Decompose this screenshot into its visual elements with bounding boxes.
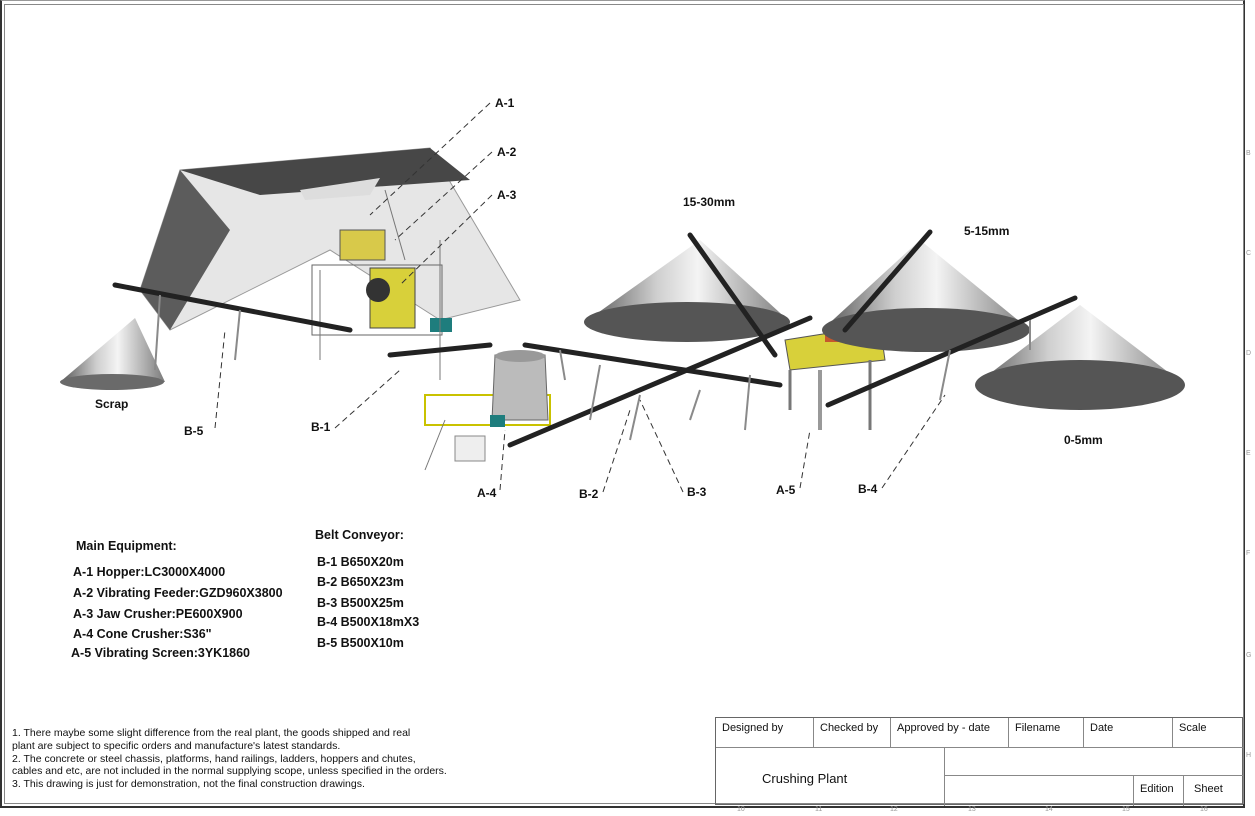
equipment-item: A-3 Jaw Crusher:PE600X900: [73, 607, 243, 621]
zone-col: 10: [737, 806, 745, 813]
equipment-item: A-1 Hopper:LC3000X4000: [73, 565, 226, 579]
callout-b3: B-3: [687, 485, 707, 499]
note-line: 1. There maybe some slight difference fr…: [12, 727, 411, 739]
drawing-notes: 1. There maybe some slight difference fr…: [12, 727, 447, 791]
pile-label-medium: 5-15mm: [964, 224, 1009, 238]
conveyor-b3: [522, 342, 783, 388]
title-block-blank: [945, 776, 1134, 806]
belt-conveyor-title: Belt Conveyor:: [315, 528, 404, 542]
conveyor-supports: [154, 294, 1031, 441]
equipment-item: A-5 Vibrating Screen:3YK1860: [71, 646, 251, 660]
jaw-crusher-station: [311, 189, 452, 380]
callout-a1: A-1: [495, 96, 515, 110]
medium-pile: [822, 240, 1030, 330]
equipment-item: A-2 Vibrating Feeder:GZD960X3800: [73, 586, 283, 600]
callout-b1: B-1: [311, 420, 331, 434]
callout-a2: A-2: [497, 145, 517, 159]
conveyor-b4-coarse: [687, 232, 778, 358]
note-line: plant are subject to specific orders and…: [12, 739, 341, 752]
main-equipment-title: Main Equipment:: [76, 539, 177, 553]
pile-label-coarse: 15-30mm: [683, 195, 735, 209]
note-line: 2. The concrete or steel chassis, platfo…: [12, 752, 416, 765]
zone-col: 16: [1200, 806, 1208, 813]
callout-a5: A-5: [776, 483, 796, 497]
conveyor-b4-medium: [842, 229, 933, 333]
title-block-blank: [945, 748, 1243, 776]
note-line: 3. This drawing is just for demonstratio…: [12, 778, 365, 791]
filename-label: Filename: [1009, 718, 1084, 748]
callout-leaders: [214, 102, 946, 493]
zone-row: C: [1246, 250, 1252, 257]
edition-label: Edition: [1134, 776, 1184, 806]
conveyor-item: B-2 B650X23m: [317, 575, 404, 589]
date-label: Date: [1084, 718, 1173, 748]
conveyor-b2: [507, 315, 813, 448]
conveyor-b4-fine: [825, 295, 1078, 408]
conveyor-item: B-4 B500X18mX3: [317, 615, 420, 629]
zone-col: 13: [968, 806, 976, 813]
conveyor-item: B-5 B500X10m: [317, 636, 404, 650]
hopper-ramp: [139, 147, 521, 331]
zone-row: H: [1246, 752, 1252, 759]
approved-by-label: Approved by - date: [891, 718, 1009, 748]
drawing-title: Crushing Plant: [716, 748, 945, 806]
pile-label-fine: 0-5mm: [1064, 433, 1103, 447]
zone-row: D: [1246, 350, 1252, 357]
checked-by-label: Checked by: [814, 718, 891, 748]
zone-row: F: [1246, 550, 1251, 557]
zone-row: E: [1246, 450, 1251, 457]
conveyor-b5: [112, 282, 353, 333]
designed-by-label: Designed by: [716, 718, 814, 748]
conveyor-item: B-3 B500X25m: [317, 596, 404, 610]
title-block: Designed by Checked by Approved by - dat…: [715, 717, 1243, 806]
callout-b2: B-2: [579, 487, 599, 501]
callout-b4: B-4: [858, 482, 878, 496]
equipment-item: A-4 Cone Crusher:S36": [73, 627, 212, 641]
zone-col: 15: [1122, 806, 1130, 813]
drawing-border: [4, 4, 1244, 804]
zone-col: 11: [815, 806, 823, 813]
cone-crusher-station: [424, 350, 551, 471]
callout-a3: A-3: [497, 188, 517, 202]
conveyor-b1: [387, 342, 493, 358]
callout-a4: A-4: [477, 486, 497, 500]
pile-label-scrap: Scrap: [95, 397, 128, 411]
zone-col: 12: [890, 806, 898, 813]
zone-row: G: [1246, 652, 1252, 659]
conveyor-item: B-1 B650X20m: [317, 555, 404, 569]
note-line: cables and etc, are not included in the …: [12, 765, 447, 778]
zone-col: 14: [1045, 806, 1053, 813]
scale-label: Scale: [1173, 718, 1243, 748]
zone-row: B: [1246, 150, 1251, 157]
callout-b5: B-5: [184, 424, 204, 438]
scrap-pile: [60, 318, 165, 382]
sheet-label: Sheet: [1194, 783, 1223, 795]
